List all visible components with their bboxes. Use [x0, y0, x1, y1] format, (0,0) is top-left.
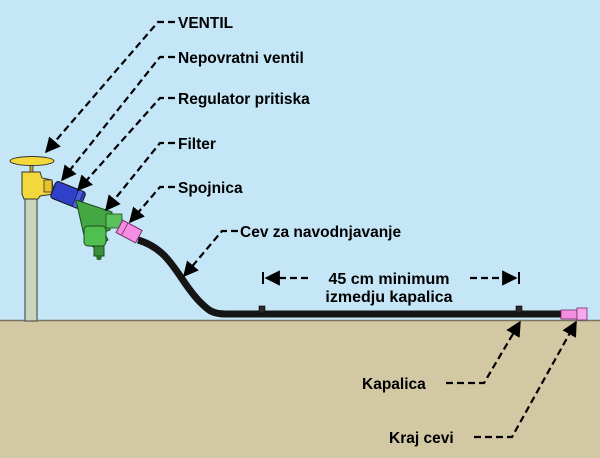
leader-filter: [105, 141, 175, 212]
filter: [75, 199, 123, 260]
leader-kapalica: [446, 320, 521, 385]
riser-post: [24, 192, 38, 322]
label-ventil: VENTIL: [178, 15, 233, 32]
label-spacing-line1: 45 cm minimum: [329, 271, 450, 288]
leader-nepovratni: [61, 55, 175, 182]
leader-spojnica: [128, 185, 175, 224]
leader-cev: [183, 229, 238, 278]
label-filter: Filter: [178, 136, 216, 153]
emitter-2: [515, 305, 523, 314]
label-cev: Cev za navodnjavanje: [240, 224, 401, 241]
emitter-1: [258, 305, 266, 314]
label-spojnica: Spojnica: [178, 180, 243, 197]
coupling: [115, 219, 143, 244]
ground: [0, 320, 600, 458]
leader-kraj: [474, 320, 577, 439]
leader-ventil: [44, 20, 175, 154]
label-kapalica: Kapalica: [362, 376, 426, 393]
hose-end-cap: [560, 307, 588, 321]
leader-regulator: [76, 96, 175, 192]
valve: [9, 156, 55, 200]
label-regulator-pritiska: Regulator pritiska: [178, 91, 310, 108]
label-spacing-line2: izmedju kapalica: [325, 289, 452, 306]
label-nepovratni-ventil: Nepovratni ventil: [178, 50, 304, 67]
drip-hose: [136, 236, 562, 318]
label-kraj-cevi: Kraj cevi: [389, 430, 454, 447]
